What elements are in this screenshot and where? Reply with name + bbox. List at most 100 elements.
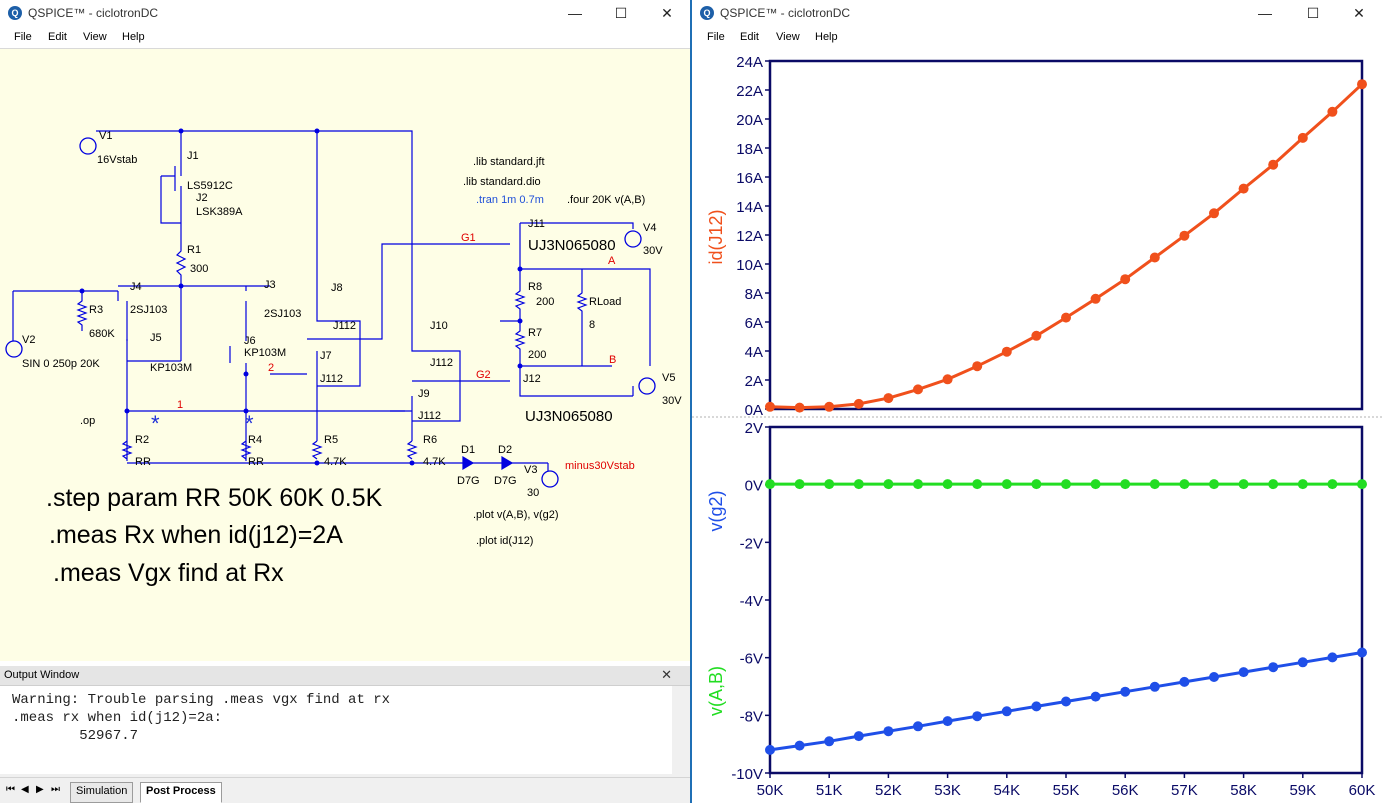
- menu-edit[interactable]: Edit: [48, 31, 67, 43]
- label-RLoad-value: 8: [589, 319, 595, 331]
- plot-frame[interactable]: [768, 425, 1364, 775]
- data-point[interactable]: [853, 479, 864, 490]
- maximize-button[interactable]: ☐: [614, 5, 628, 21]
- plot-frame[interactable]: [768, 59, 1364, 411]
- data-point[interactable]: [1238, 667, 1249, 678]
- data-point[interactable]: [942, 479, 953, 490]
- tab-last-button[interactable]: ⏭: [51, 784, 60, 795]
- data-point[interactable]: [1061, 479, 1071, 490]
- data-point[interactable]: [1268, 159, 1279, 170]
- output-close-button[interactable]: ✕: [661, 667, 672, 682]
- schematic-drawing: V1 16Vstab J1 LS5912C J2 LSK389A R1 300 …: [5, 128, 682, 587]
- data-point[interactable]: [942, 374, 953, 385]
- data-point[interactable]: [913, 479, 923, 490]
- axis-label[interactable]: v(A,B): [706, 666, 726, 716]
- data-point[interactable]: [1179, 676, 1190, 687]
- data-point[interactable]: [794, 479, 805, 490]
- data-point[interactable]: [883, 726, 894, 737]
- output-text-area[interactable]: Warning: Trouble parsing .meas vgx find …: [0, 686, 672, 774]
- label-J7: J7: [320, 350, 332, 362]
- label-V4-value: 30V: [643, 245, 663, 257]
- data-point[interactable]: [1297, 479, 1308, 490]
- data-point[interactable]: [1090, 691, 1101, 702]
- data-point[interactable]: [1120, 686, 1131, 697]
- data-point[interactable]: [1327, 652, 1338, 663]
- data-point[interactable]: [765, 401, 775, 412]
- data-point[interactable]: [794, 740, 805, 751]
- data-point[interactable]: [1061, 696, 1071, 707]
- minimize-button[interactable]: —: [568, 5, 582, 21]
- data-point[interactable]: [1090, 293, 1101, 304]
- tab-prev-button[interactable]: ◀: [21, 784, 29, 795]
- data-point[interactable]: [972, 361, 983, 372]
- data-point[interactable]: [1149, 681, 1160, 692]
- data-point[interactable]: [1149, 479, 1160, 490]
- data-point[interactable]: [853, 731, 864, 742]
- data-point[interactable]: [1297, 132, 1308, 143]
- data-point[interactable]: [794, 402, 805, 413]
- data-point[interactable]: [765, 744, 775, 755]
- data-point[interactable]: [1238, 183, 1249, 194]
- data-point[interactable]: [1238, 479, 1249, 490]
- data-point[interactable]: [1209, 479, 1219, 490]
- data-point[interactable]: [972, 711, 983, 722]
- maximize-button[interactable]: ☐: [1306, 5, 1320, 21]
- data-point[interactable]: [1327, 106, 1338, 117]
- menu-file[interactable]: File: [14, 31, 32, 43]
- tab-simulation[interactable]: Simulation: [70, 782, 134, 803]
- minimize-button[interactable]: —: [1258, 5, 1272, 21]
- data-point[interactable]: [1090, 479, 1101, 490]
- data-point[interactable]: [1120, 274, 1131, 285]
- axis-label[interactable]: id(J12): [706, 209, 726, 264]
- menu-help[interactable]: Help: [122, 31, 145, 43]
- tab-post-process[interactable]: Post Process: [140, 782, 222, 803]
- data-point[interactable]: [1031, 479, 1042, 490]
- close-button[interactable]: ✕: [661, 5, 673, 21]
- data-point[interactable]: [1120, 479, 1131, 490]
- data-point[interactable]: [1209, 672, 1219, 682]
- data-point[interactable]: [1297, 657, 1308, 668]
- waveform-plots[interactable]: 0A2A4A6A8A10A12A14A16A18A20A22A24A-10V-8…: [692, 49, 1384, 803]
- data-point[interactable]: [913, 721, 923, 732]
- tab-first-button[interactable]: ⏮: [6, 784, 15, 795]
- data-point[interactable]: [1061, 312, 1071, 323]
- data-point[interactable]: [1179, 479, 1190, 490]
- data-point[interactable]: [1031, 330, 1042, 341]
- data-point[interactable]: [853, 398, 864, 409]
- schematic-canvas[interactable]: V1 16Vstab J1 LS5912C J2 LSK389A R1 300 …: [0, 48, 690, 661]
- data-point[interactable]: [1357, 647, 1367, 658]
- menu-file[interactable]: File: [707, 31, 725, 43]
- menu-edit[interactable]: Edit: [740, 31, 759, 43]
- data-point[interactable]: [1209, 208, 1219, 219]
- menu-view[interactable]: View: [83, 31, 107, 43]
- data-point[interactable]: [1031, 701, 1042, 712]
- data-point[interactable]: [1268, 479, 1279, 490]
- menu-help[interactable]: Help: [815, 31, 838, 43]
- data-point[interactable]: [972, 479, 983, 490]
- data-point[interactable]: [883, 393, 894, 404]
- output-scrollbar[interactable]: [673, 686, 690, 774]
- data-point[interactable]: [1357, 479, 1367, 490]
- data-point[interactable]: [1001, 479, 1012, 490]
- data-point[interactable]: [765, 479, 775, 490]
- data-point[interactable]: [1001, 346, 1012, 357]
- data-point[interactable]: [1149, 252, 1160, 263]
- data-point[interactable]: [913, 384, 923, 395]
- axis-label[interactable]: v(g2): [706, 490, 726, 531]
- data-point[interactable]: [1179, 230, 1190, 241]
- data-point[interactable]: [1327, 479, 1338, 490]
- data-point[interactable]: [824, 736, 835, 747]
- menu-view[interactable]: View: [776, 31, 800, 43]
- data-point[interactable]: [942, 716, 953, 727]
- tab-next-button[interactable]: ▶: [36, 784, 44, 795]
- x-tick-label: 52K: [875, 782, 902, 799]
- data-point[interactable]: [1357, 79, 1367, 90]
- data-point[interactable]: [824, 479, 835, 490]
- label-J4: J4: [130, 281, 142, 293]
- data-point[interactable]: [883, 479, 894, 490]
- close-button[interactable]: ✕: [1353, 5, 1365, 21]
- data-point[interactable]: [824, 401, 835, 412]
- data-point[interactable]: [1001, 706, 1012, 717]
- data-point[interactable]: [1268, 662, 1279, 673]
